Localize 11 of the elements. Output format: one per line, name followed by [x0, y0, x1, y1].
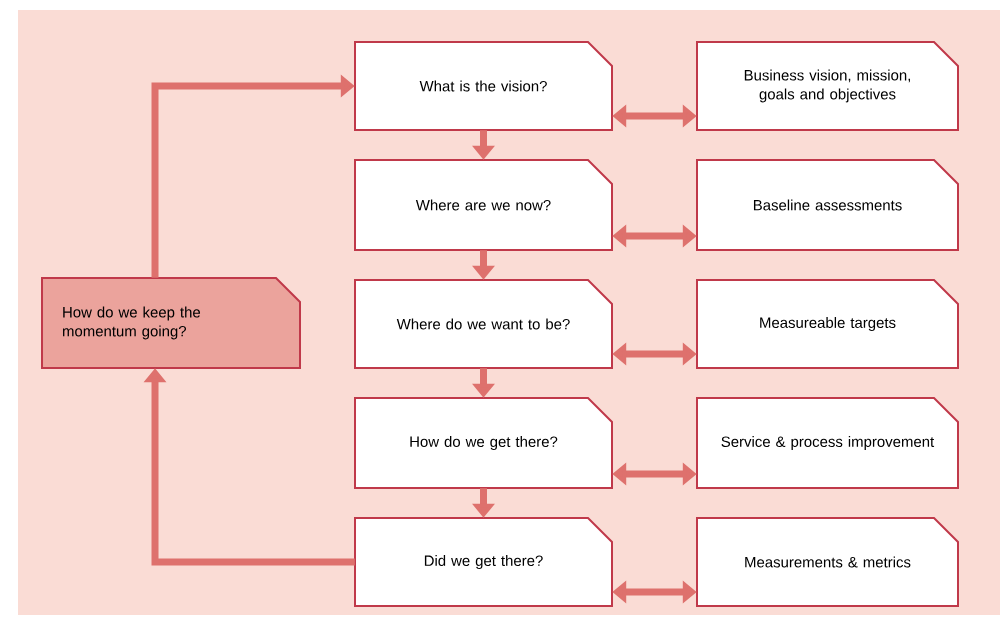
- process-box: How do we get there?: [354, 397, 613, 489]
- result-box: Measurements & metrics: [696, 517, 959, 607]
- result-box: Measureable targets: [696, 279, 959, 369]
- question-box: How do we keep the momentum going?: [41, 277, 301, 369]
- result-box: Service & process improvement: [696, 397, 959, 489]
- result-box: Baseline assessments: [696, 159, 959, 251]
- process-box: Did we get there?: [354, 517, 613, 607]
- process-box: Where do we want to be?: [354, 279, 613, 369]
- result-box: Business vision, mission, goals and objectives: [696, 41, 959, 131]
- process-box: Where are we now?: [354, 159, 613, 251]
- process-box: What is the vision?: [354, 41, 613, 131]
